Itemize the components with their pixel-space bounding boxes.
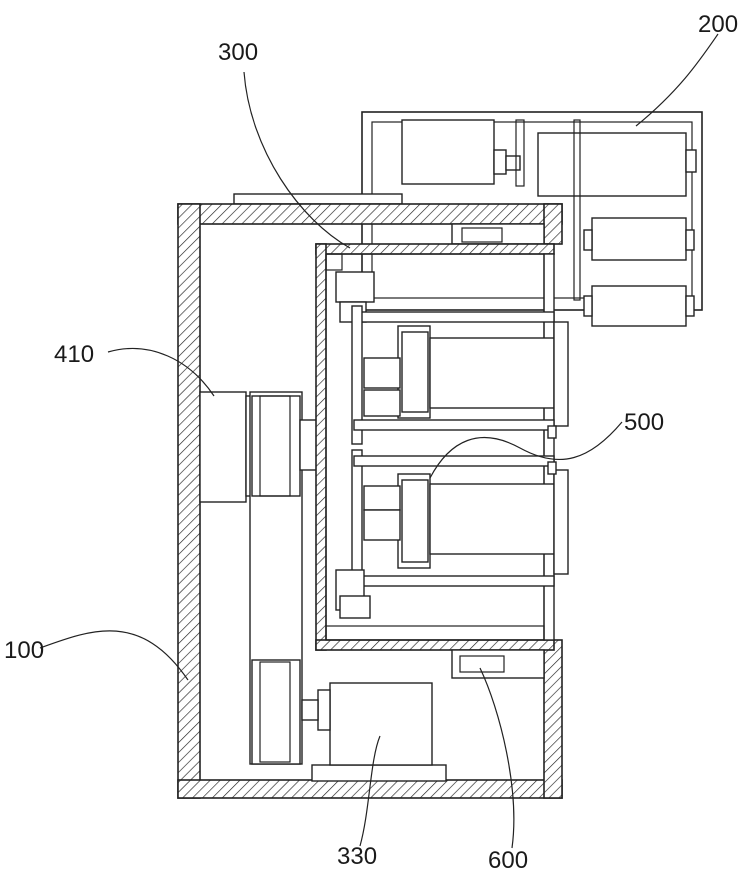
label-200: 200 (698, 11, 738, 38)
label-500: 500 (624, 409, 664, 436)
label-100: 100 (4, 637, 44, 664)
label-410: 410 (54, 341, 94, 368)
component-600 (452, 650, 544, 678)
label-300: 300 (218, 39, 258, 66)
label-330: 330 (337, 843, 377, 870)
lower-mechanism (336, 450, 568, 618)
motor-330 (302, 683, 446, 781)
leader-100 (40, 631, 188, 680)
label-600: 600 (488, 847, 528, 874)
motor-410 (200, 392, 252, 502)
leader-600 (480, 668, 514, 848)
